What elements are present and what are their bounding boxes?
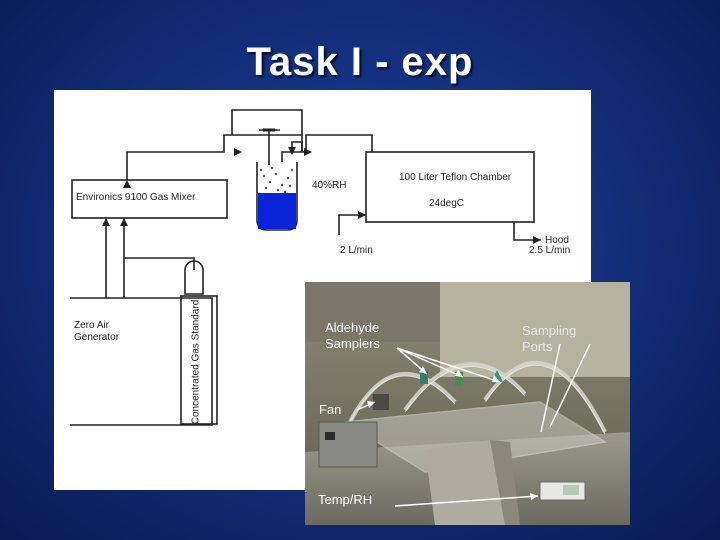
- photo-illustration: [305, 282, 630, 525]
- gas-standard-cylinder: [184, 260, 204, 295]
- gas-mixer-box: [71, 179, 228, 219]
- slide-title: Task I - exp: [246, 40, 474, 84]
- gas-standard-box: [180, 295, 218, 425]
- aldehyde-line2: Samplers: [325, 336, 380, 351]
- aldehyde-line1: Aldehyde: [325, 320, 380, 335]
- fan-label: Fan: [319, 402, 342, 417]
- schematic-lines: [70, 109, 541, 426]
- temp-rh-label: Temp/RH: [318, 492, 373, 507]
- gas-standard-label: Concentrated Gas Standard: [190, 299, 202, 425]
- sampling-line2: Ports: [522, 339, 553, 354]
- inlet-flow-label: 2 L/min: [340, 245, 373, 256]
- zero-air-line2: Generator: [74, 332, 120, 343]
- chamber-inlet-line: [338, 214, 366, 235]
- impinger-water: [258, 193, 296, 229]
- chamber-box: [365, 151, 535, 223]
- sampling-line1: Sampling: [522, 323, 577, 338]
- photo-pointer-lines: [356, 343, 591, 507]
- photo-chamber-base: [342, 401, 608, 473]
- chamber-label: 100 Liter Teflon Chamber: [399, 172, 512, 183]
- hood-label: Hood: [545, 235, 569, 246]
- chamber-temp-label: 24degC: [429, 198, 465, 209]
- gas-standard-to-mixer-line: [124, 257, 195, 270]
- gas-mixer-label: Environics 9100 Gas Mixer: [76, 192, 196, 203]
- outlet-flow-label: 2.5 L/min: [529, 245, 571, 256]
- chamber-outlet-line: [513, 222, 541, 241]
- flow-arrows: [102, 147, 541, 244]
- zero-air-box: [70, 297, 213, 426]
- zero-air-line1: Zero Air: [74, 320, 110, 331]
- impinger-bubbles: [259, 166, 294, 194]
- mixer-to-bubbler-line: [126, 134, 303, 180]
- bubbler-bypass-line: [231, 109, 303, 135]
- impinger-vessel: [256, 162, 298, 231]
- humidity-label: 40%RH: [312, 180, 347, 191]
